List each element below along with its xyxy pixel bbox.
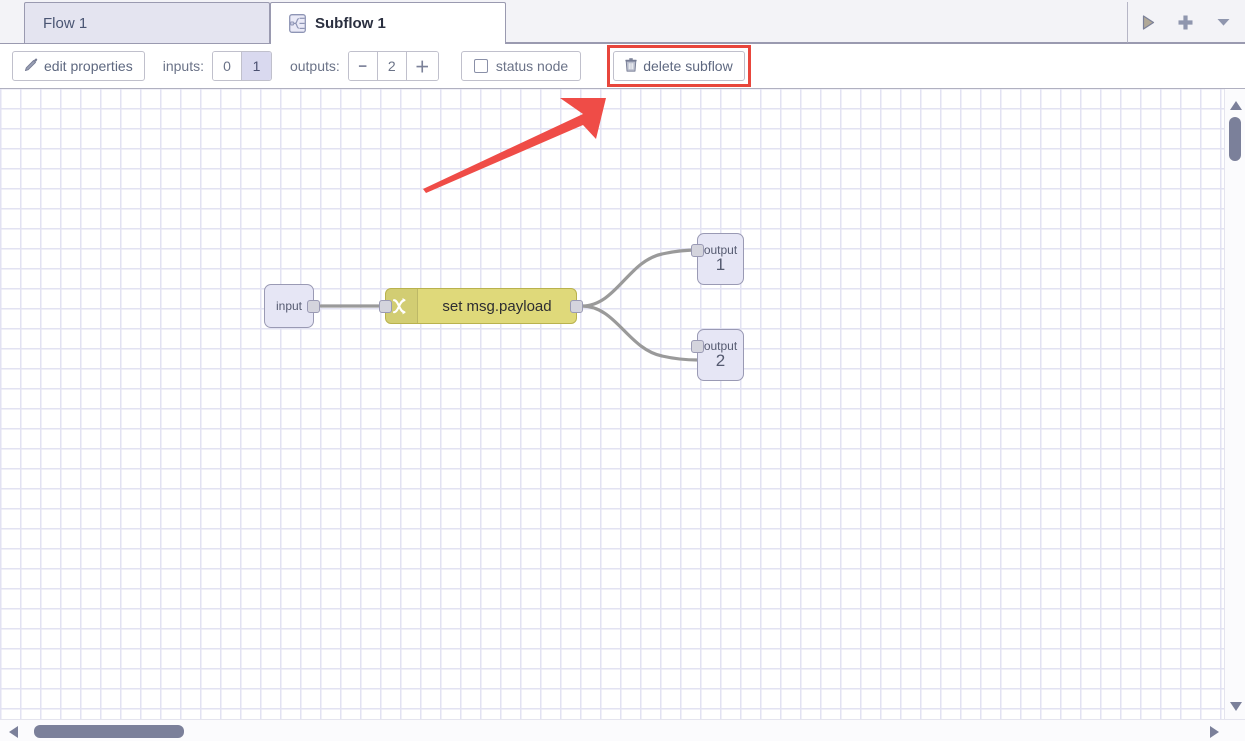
outputs-stepper[interactable]: − 2 ＋ <box>347 51 439 81</box>
subflow-input-node[interactable]: input <box>264 284 320 328</box>
node-label: output <box>703 242 738 257</box>
change-node[interactable]: set msg.payload <box>379 288 583 324</box>
outputs-increment-button[interactable]: ＋ <box>406 52 438 80</box>
scroll-down-arrow[interactable] <box>1230 702 1242 711</box>
input-port[interactable] <box>691 340 704 353</box>
add-tab-icon[interactable] <box>1177 14 1194 31</box>
trash-icon <box>625 57 637 75</box>
edit-properties-label: edit properties <box>44 58 133 74</box>
tab-subflow-1[interactable]: Subflow 1 <box>270 2 506 44</box>
vertical-scroll-thumb[interactable] <box>1229 117 1241 161</box>
output-port[interactable] <box>307 300 320 313</box>
plus-icon: ＋ <box>414 58 430 76</box>
outputs-decrement-button[interactable]: − <box>348 52 378 80</box>
subflow-icon <box>289 13 306 33</box>
node-label: set msg.payload <box>442 297 552 315</box>
tab-label: Flow 1 <box>43 14 88 32</box>
outputs-value: 2 <box>377 52 407 80</box>
output-port[interactable] <box>570 300 583 313</box>
inputs-selector[interactable]: 0 1 <box>211 51 272 81</box>
node-index: 2 <box>715 351 726 371</box>
inputs-option-0[interactable]: 0 <box>212 52 242 80</box>
scroll-left-arrow[interactable] <box>9 726 18 738</box>
wire-layer <box>319 248 700 362</box>
pencil-icon <box>24 58 38 75</box>
vertical-scrollbar[interactable] <box>1224 89 1245 719</box>
flow-canvas[interactable]: input set msg.payload output 1 output 2 <box>0 89 1224 719</box>
play-icon[interactable] <box>1142 14 1155 30</box>
tab-bar: Flow 1 Subflow 1 <box>0 0 1245 44</box>
outputs-label: outputs: <box>289 58 340 74</box>
horizontal-scroll-thumb[interactable] <box>34 725 184 738</box>
node-index: 1 <box>715 255 726 275</box>
inputs-option-1[interactable]: 1 <box>241 52 271 80</box>
scroll-up-arrow[interactable] <box>1230 101 1242 110</box>
status-node-label: status node <box>495 58 569 74</box>
scroll-right-arrow[interactable] <box>1210 726 1219 738</box>
subflow-output-node-1[interactable]: output 1 <box>691 233 744 285</box>
minus-icon: − <box>358 57 368 75</box>
subflow-toolbar: edit properties inputs: 0 1 outputs: − 2… <box>0 44 1245 89</box>
chevron-down-icon[interactable] <box>1216 17 1231 27</box>
delete-subflow-highlight: delete subflow <box>607 45 751 87</box>
delete-subflow-label: delete subflow <box>643 58 733 74</box>
inputs-label: inputs: <box>162 58 204 74</box>
input-port[interactable] <box>379 300 392 313</box>
tab-bar-actions <box>1127 2 1245 43</box>
delete-subflow-button[interactable]: delete subflow <box>613 51 745 81</box>
tab-flow-1[interactable]: Flow 1 <box>24 2 270 43</box>
tab-bar-filler <box>506 2 1127 43</box>
tab-label: Subflow 1 <box>315 14 386 32</box>
node-label: input <box>275 298 303 313</box>
status-node-checkbox[interactable]: status node <box>460 51 582 81</box>
horizontal-scrollbar[interactable] <box>0 719 1245 741</box>
subflow-output-node-2[interactable]: output 2 <box>691 329 744 381</box>
annotation-arrow <box>423 98 606 193</box>
input-port[interactable] <box>691 244 704 257</box>
checkbox-square-icon <box>473 59 488 73</box>
edit-properties-button[interactable]: edit properties <box>12 51 145 81</box>
node-label: output <box>703 338 738 353</box>
